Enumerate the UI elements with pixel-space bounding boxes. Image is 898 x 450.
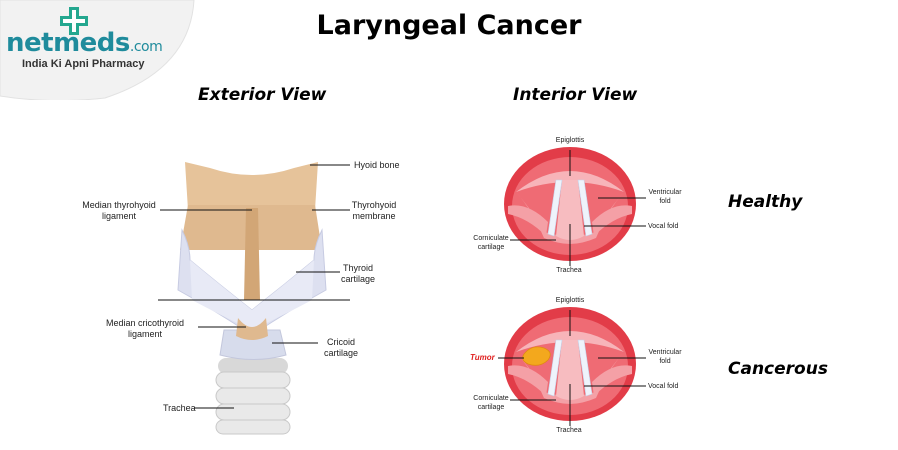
healthy-label-epiglottis: Epiglottis bbox=[555, 137, 585, 144]
trachea-rings bbox=[215, 358, 291, 435]
cancer-label-epiglottis: Epiglottis bbox=[555, 297, 585, 304]
healthy-label-vocal-fold: Vocal fold bbox=[648, 223, 679, 230]
cancer-label-tumor: Tumor bbox=[470, 353, 495, 362]
brand-logo[interactable]: netmeds.com bbox=[6, 28, 163, 58]
larynx-interior-cancerous bbox=[498, 307, 646, 426]
exterior-view-heading: Exterior View bbox=[198, 85, 327, 105]
brand-domain: .com bbox=[129, 39, 163, 55]
page-title: Laryngeal Cancer bbox=[316, 10, 582, 41]
cancer-label-vocal-fold: Vocal fold bbox=[648, 383, 679, 390]
label-trachea-exterior: Trachea bbox=[163, 403, 196, 413]
larynx-interior-healthy bbox=[504, 147, 646, 266]
cancerous-state-label: Cancerous bbox=[728, 359, 828, 379]
interior-view-heading: Interior View bbox=[513, 85, 638, 105]
logo-backdrop bbox=[0, 0, 195, 100]
healthy-state-label: Healthy bbox=[728, 192, 803, 212]
label-hyoid-bone: Hyoid bone bbox=[354, 160, 400, 170]
tumor-mass bbox=[522, 346, 551, 366]
plus-icon bbox=[58, 5, 90, 37]
brand-name: netmeds bbox=[6, 28, 130, 58]
healthy-label-trachea: Trachea bbox=[556, 267, 582, 274]
brand-tagline: India Ki Apni Pharmacy bbox=[22, 58, 145, 70]
cancer-label-trachea: Trachea bbox=[556, 427, 582, 434]
larynx-exterior-illustration bbox=[158, 162, 350, 435]
